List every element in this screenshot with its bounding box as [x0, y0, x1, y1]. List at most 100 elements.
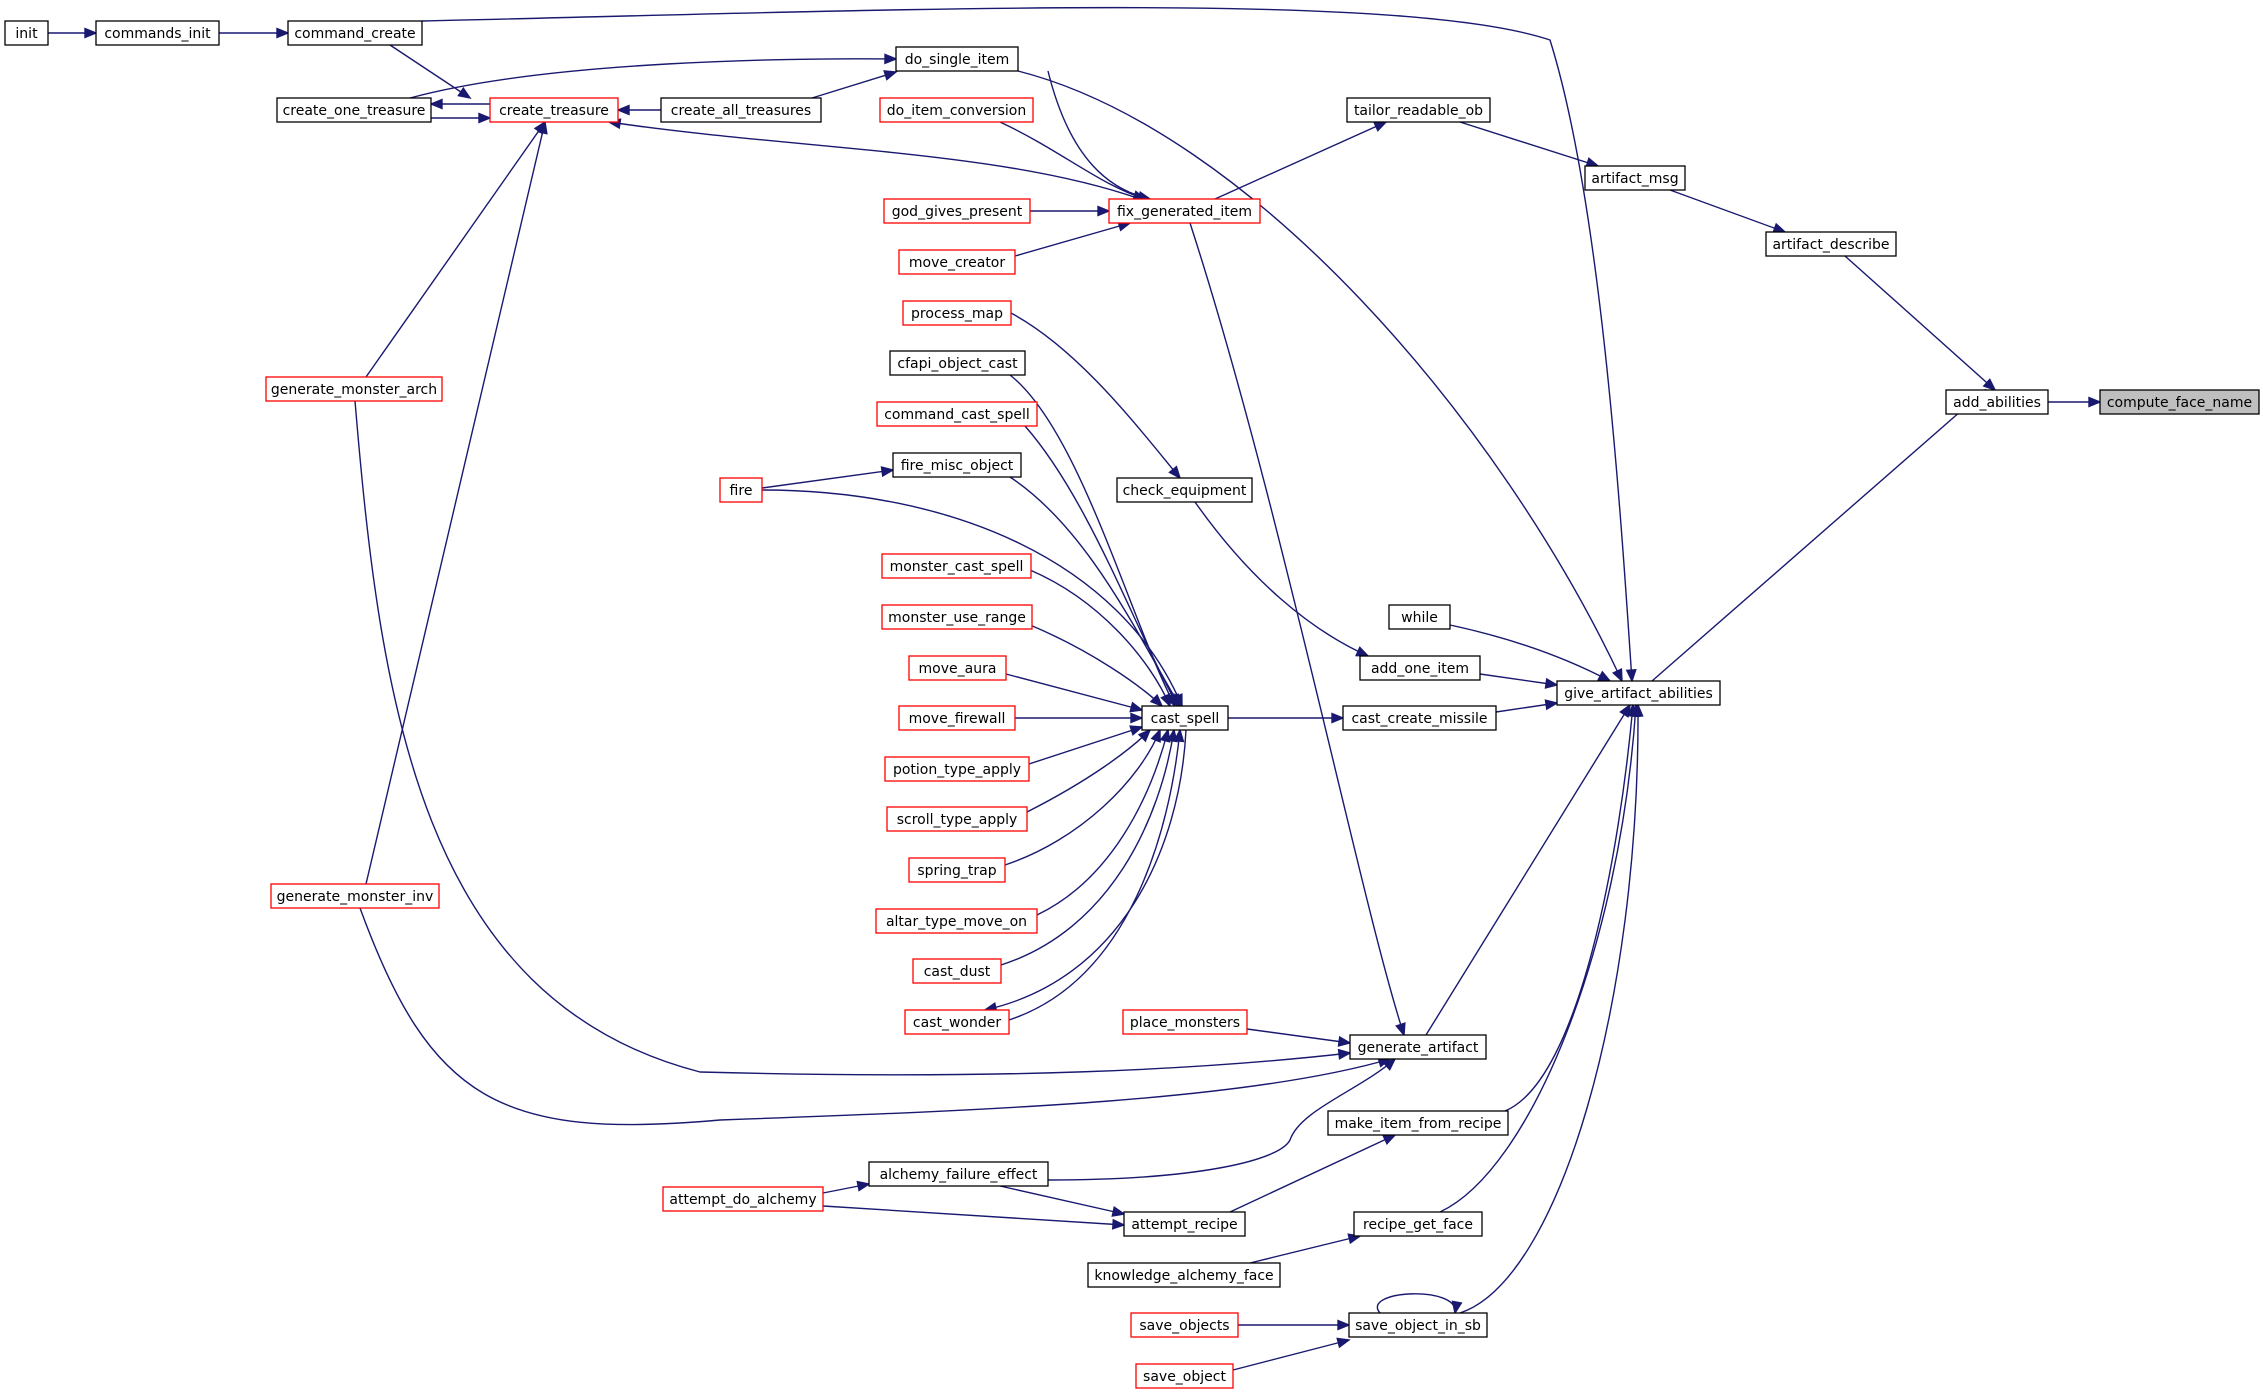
node-monster-use-range[interactable]: monster_use_range: [881, 604, 1033, 630]
node-create-one-treasure[interactable]: create_one_treasure: [276, 97, 432, 123]
node-label: cfapi_object_cast: [897, 356, 1018, 372]
edge-save_object_in_sb-to-save_object_in_sb: [1376, 1293, 1463, 1315]
node-potion-type-apply[interactable]: potion_type_apply: [884, 756, 1030, 782]
node-do-item-conversion[interactable]: do_item_conversion: [879, 97, 1034, 123]
node-label: init: [15, 26, 38, 42]
node-knowledge-alchemy-face[interactable]: knowledge_alchemy_face: [1087, 1262, 1281, 1288]
edge-potion_type_apply-to-cast_spell: [1028, 725, 1144, 765]
node-attempt-recipe[interactable]: attempt_recipe: [1123, 1211, 1246, 1237]
node-make-item-from-recipe[interactable]: make_item_from_recipe: [1327, 1110, 1509, 1136]
node-box: [1353, 1211, 1483, 1237]
node-save-objects[interactable]: save_objects: [1130, 1312, 1239, 1338]
node-artifact-describe[interactable]: artifact_describe: [1765, 231, 1897, 257]
edge-line: [1232, 1339, 1350, 1371]
edge-arrowhead: [1337, 1035, 1352, 1047]
edge-commands_init-to-command_create: [219, 27, 290, 39]
node-cast-create-missile[interactable]: cast_create_missile: [1342, 705, 1497, 731]
node-save-object-in-sb[interactable]: save_object_in_sb: [1348, 1312, 1488, 1338]
edge-alchemy_failure_effect-to-generate_artifact: [1047, 1057, 1397, 1181]
node-fix-generated-item[interactable]: fix_generated_item: [1108, 198, 1261, 224]
node-recipe-get-face[interactable]: recipe_get_face: [1353, 1211, 1483, 1237]
node-command-cast-spell[interactable]: command_cast_spell: [876, 401, 1038, 427]
edge-artifact_describe-to-add_abilities: [1844, 255, 1997, 392]
edge-line: [1000, 729, 1175, 966]
node-save-object[interactable]: save_object: [1135, 1363, 1234, 1389]
edge-arrowhead: [1382, 1134, 1397, 1145]
node-box: [1135, 1363, 1234, 1389]
node-generate-artifact[interactable]: generate_artifact: [1349, 1034, 1487, 1060]
node-monster-cast-spell[interactable]: monster_cast_spell: [881, 553, 1032, 579]
node-box: [276, 97, 432, 123]
edge-monster_cast_spell-to-cast_spell: [1029, 569, 1171, 708]
edge-tailor_readable_ob-to-artifact_msg: [1459, 121, 1600, 168]
node-label: altar_type_move_on: [886, 914, 1027, 930]
node-generate-monster-arch[interactable]: generate_monster_arch: [265, 376, 443, 402]
edge-arrowhead: [429, 98, 443, 110]
node-compute-face-name[interactable]: compute_face_name: [2099, 389, 2260, 415]
edge-arrowhead: [1597, 670, 1612, 682]
node-box: [1348, 1312, 1488, 1338]
edge-place_monsters-to-generate_artifact: [1246, 1028, 1352, 1047]
edge-give_artifact_abilities-to-add_abilities: [1651, 388, 1987, 682]
edge-line: [761, 469, 894, 489]
node-label: commands_init: [104, 26, 211, 42]
node-create-all-treasures[interactable]: create_all_treasures: [660, 97, 822, 123]
edge-check_equipment-to-add_one_item: [1194, 501, 1370, 657]
node-scroll-type-apply[interactable]: scroll_type_apply: [886, 806, 1028, 832]
edge-god_gives_present-to-fix_generated_item: [1030, 205, 1111, 217]
edge-fix_generated_item-to-tailor_readable_ob: [1214, 121, 1388, 200]
node-commands-init[interactable]: commands_init: [95, 20, 220, 46]
node-move-creator[interactable]: move_creator: [898, 249, 1016, 275]
node-while[interactable]: while: [1388, 604, 1451, 630]
node-box: [1556, 680, 1721, 706]
node-artifact-msg[interactable]: artifact_msg: [1584, 165, 1686, 191]
node-altar-type-move-on[interactable]: altar_type_move_on: [875, 908, 1038, 934]
node-box: [868, 1161, 1049, 1187]
node-move-firewall[interactable]: move_firewall: [898, 705, 1016, 731]
edge-line: [1439, 704, 1637, 1213]
node-check-equipment[interactable]: check_equipment: [1116, 477, 1253, 503]
node-alchemy-failure-effect[interactable]: alchemy_failure_effect: [868, 1161, 1049, 1187]
node-tailor-readable-ob[interactable]: tailor_readable_ob: [1346, 97, 1491, 123]
node-god-gives-present[interactable]: god_gives_present: [883, 198, 1031, 224]
edge-arrowhead: [1382, 1057, 1397, 1071]
node-command-create[interactable]: command_create: [287, 20, 423, 46]
edge-line: [1036, 729, 1169, 916]
node-cast-dust[interactable]: cast_dust: [912, 958, 1002, 984]
node-fire-misc-object[interactable]: fire_misc_object: [892, 452, 1022, 478]
node-process-map[interactable]: process_map: [902, 300, 1012, 326]
node-cfapi-object-cast[interactable]: cfapi_object_cast: [889, 350, 1026, 376]
node-spring-trap[interactable]: spring_trap: [908, 857, 1006, 883]
node-do-single-item[interactable]: do_single_item: [895, 46, 1019, 72]
edge-cast_dust-to-cast_spell: [1000, 728, 1178, 966]
node-label: monster_cast_spell: [890, 559, 1024, 575]
edge-attempt_do_alchemy-to-attempt_recipe: [822, 1205, 1126, 1230]
edge-move_aura-to-cast_spell: [1005, 673, 1144, 713]
node-box: [908, 857, 1006, 883]
edge-arrowhead: [883, 70, 898, 81]
node-cast-wonder[interactable]: cast_wonder: [904, 1009, 1010, 1035]
node-attempt-do-alchemy[interactable]: attempt_do_alchemy: [662, 1186, 824, 1212]
node-box: [883, 198, 1031, 224]
edge-arrowhead: [1619, 703, 1631, 718]
node-place-monsters[interactable]: place_monsters: [1122, 1009, 1248, 1035]
edge-command_create-to-give_artifact_abilities: [421, 6, 1637, 683]
edge-process_map-to-check_equipment: [1010, 312, 1182, 480]
node-generate-monster-inv[interactable]: generate_monster_inv: [270, 883, 440, 909]
node-cast-spell[interactable]: cast_spell: [1141, 705, 1229, 731]
node-init[interactable]: init: [4, 20, 49, 46]
node-add-abilities[interactable]: add_abilities: [1945, 389, 2049, 415]
node-create-treasure[interactable]: create_treasure: [489, 97, 619, 123]
node-box: [1346, 97, 1491, 123]
edge-line: [1479, 673, 1558, 686]
node-fire[interactable]: fire: [719, 477, 763, 503]
edge-line: [1844, 255, 1996, 391]
node-box: [884, 756, 1030, 782]
node-move-aura[interactable]: move_aura: [908, 655, 1007, 681]
node-label: potion_type_apply: [893, 762, 1021, 778]
node-box: [489, 97, 619, 123]
node-add-one-item[interactable]: add_one_item: [1359, 655, 1481, 681]
edge-arrowhead: [880, 466, 895, 478]
node-give-artifact-abilities[interactable]: give_artifact_abilities: [1556, 680, 1721, 706]
node-box: [1342, 705, 1497, 731]
